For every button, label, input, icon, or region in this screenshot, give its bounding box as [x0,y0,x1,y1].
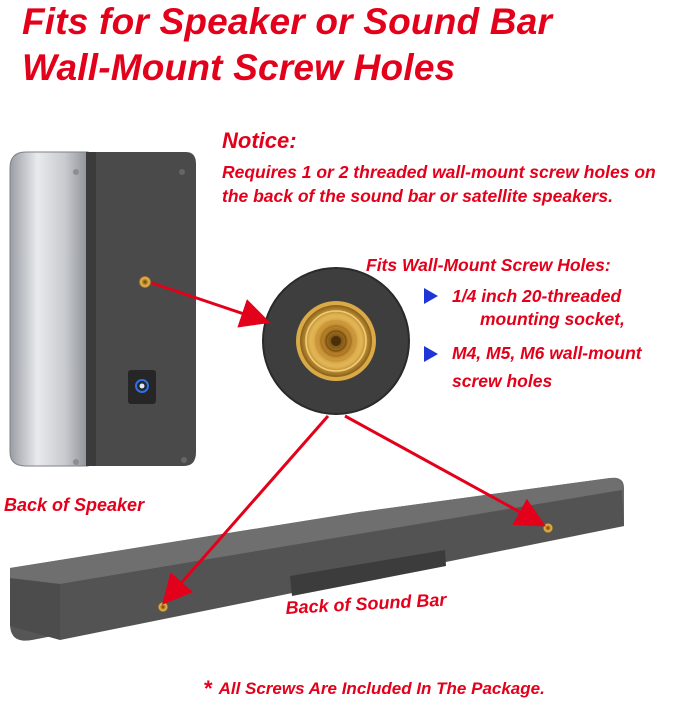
fits-item-1-line-1: 1/4 inch 20-threaded [452,286,622,306]
speaker-screw-hole [139,276,151,288]
footer-text: All Screws Are Included In The Package. [218,679,545,698]
sound-bar-screw-hole-left [158,602,168,612]
fits-heading: Fits Wall-Mount Screw Holes: [366,255,611,275]
title-line-1: Fits for Speaker or Sound Bar [22,1,553,42]
fits-item-1-line-2: mounting socket, [480,309,625,329]
asterisk-icon: * [204,676,213,701]
pointer-arrows [151,281,546,605]
notice-heading: Notice: [222,128,297,153]
title-line-2: Wall-Mount Screw Holes [22,47,456,88]
notice-body: Requires 1 or 2 threaded wall-mount scre… [222,162,656,206]
caption-speaker: Back of Speaker [4,495,145,515]
blue-triangle-icon [424,346,438,362]
fits-item-2-line-1: M4, M5, M6 wall-mount [452,343,642,363]
sound-bar-handle-recess [290,550,446,596]
socket-closeup [262,267,410,415]
footer-note: * All Screws Are Included In The Package. [204,676,545,702]
sound-bar-screw-hole-right [543,523,553,533]
speaker-back [9,151,196,467]
blue-triangle-icon [424,288,438,304]
fits-item-2-line-2: screw holes [452,371,553,391]
